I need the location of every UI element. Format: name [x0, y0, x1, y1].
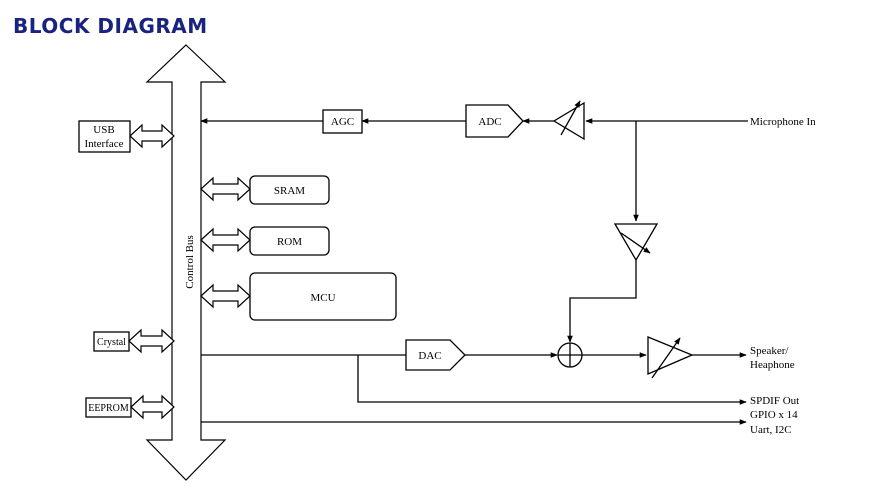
agc-label: AGC [331, 116, 354, 128]
mcu-bus-connector [200, 283, 251, 309]
adc-label: ADC [478, 116, 501, 128]
control-bus: Control Bus [145, 44, 227, 481]
sram-block: SRAM [249, 175, 330, 205]
usb-label-line2: Interface [84, 138, 123, 150]
eeprom-block: EEPROM [85, 397, 132, 418]
spdif-line [357, 355, 747, 405]
mcu-label: MCU [310, 292, 335, 304]
sram-label: SRAM [274, 185, 305, 197]
rom-label: ROM [277, 236, 302, 248]
crystal-label: Crystal [97, 337, 126, 348]
page-title: BLOCK DIAGRAM [13, 14, 208, 38]
gpio-label: GPIO x 14 [750, 409, 798, 421]
monitor-to-mixer-line [567, 260, 637, 343]
dac-block: DAC [405, 339, 466, 371]
uart-label: Uart, I2C [750, 424, 792, 436]
monitor-amplifier [613, 223, 659, 262]
crystal-bus-connector [128, 328, 175, 354]
microphone-in-label: Microphone In [750, 116, 816, 128]
input-amplifier [552, 100, 585, 141]
spdif-label: SPDIF Out [750, 395, 799, 407]
usb-interface-block: USB Interface [78, 120, 131, 153]
speaker-label-line2: Heaphone [750, 359, 795, 371]
mixer-summing-node [557, 342, 583, 368]
adc-block: ADC [465, 104, 524, 138]
crystal-block: Crystal [93, 331, 130, 352]
eeprom-bus-connector [130, 394, 175, 420]
usb-bus-connector [129, 123, 175, 149]
rom-bus-connector [200, 227, 251, 253]
dac-label: DAC [418, 350, 441, 362]
control-bus-label: Control Bus [184, 235, 196, 288]
mcu-block: MCU [249, 272, 397, 321]
eeprom-label: EEPROM [88, 403, 129, 414]
rom-block: ROM [249, 226, 330, 256]
output-amplifier [647, 336, 694, 379]
sram-bus-connector [200, 176, 251, 202]
agc-block: AGC [322, 109, 363, 134]
usb-label-line1: USB [93, 124, 114, 136]
speaker-label-line1: Speaker/ [750, 345, 789, 357]
